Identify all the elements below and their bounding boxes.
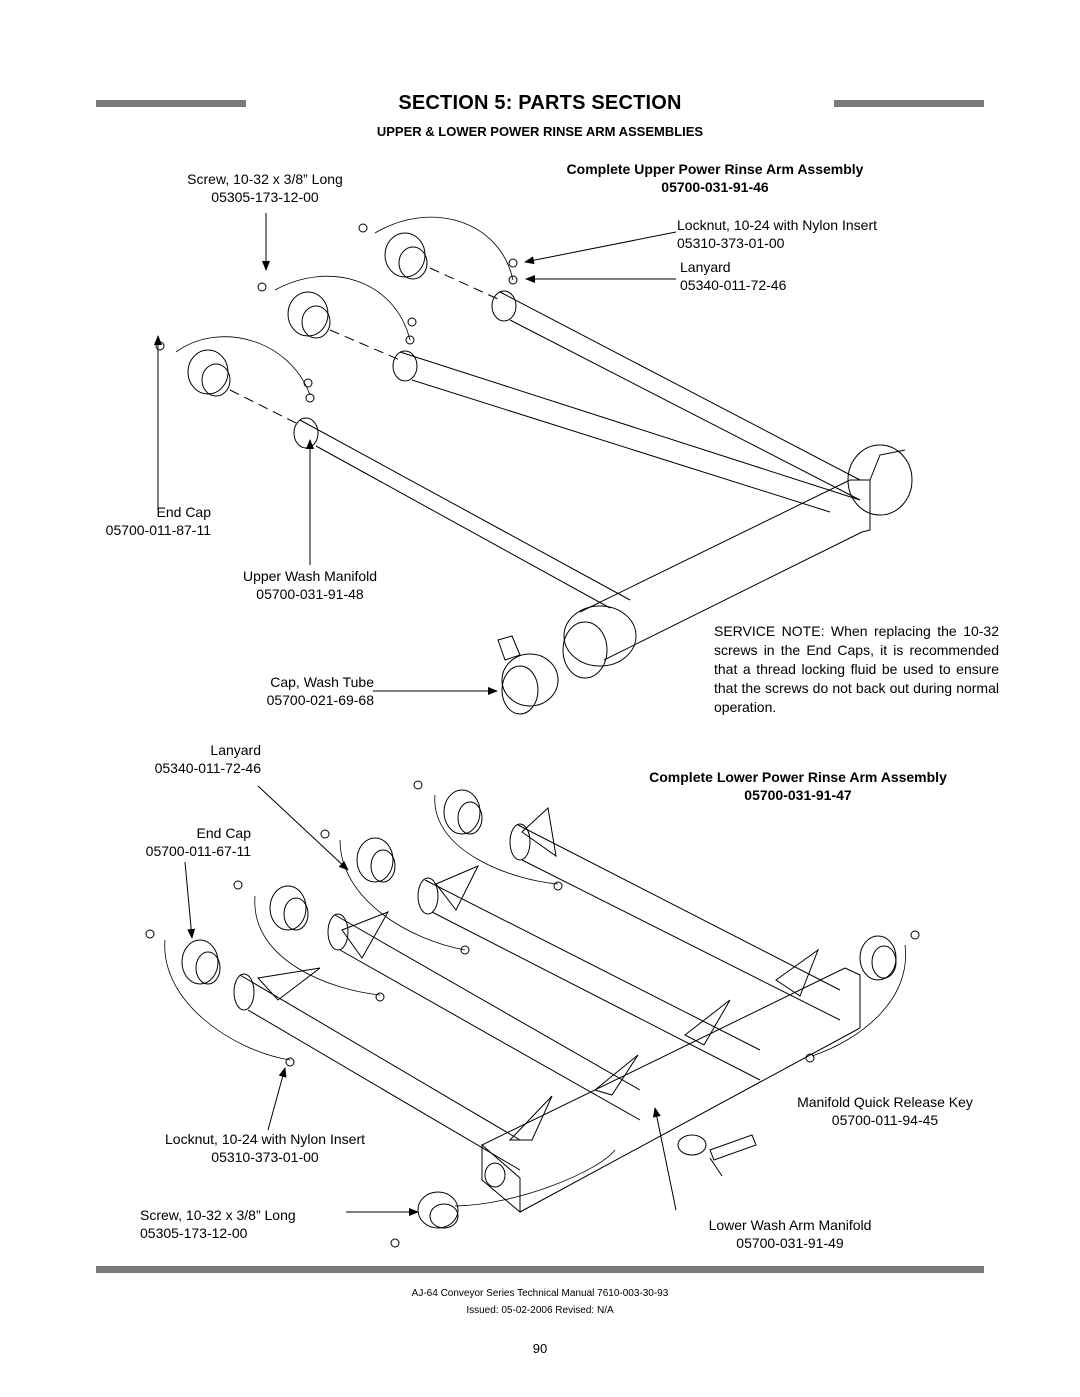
upper-manifold-drawing <box>155 216 913 715</box>
upper-endcap-label: End Cap 05700-011-87-11 <box>80 503 211 539</box>
part-name: Locknut, 10-24 with Nylon Insert <box>677 217 877 233</box>
part-name: Manifold Quick Release Key <box>797 1094 973 1110</box>
lower-tube <box>233 973 521 1171</box>
lower-screw-label: Screw, 10-32 x 3/8” Long 05305-173-12-00 <box>140 1206 296 1242</box>
wash-tube-cap-label: Cap, Wash Tube 05700-021-69-68 <box>180 673 374 709</box>
part-number: 05305-173-12-00 <box>140 1225 248 1241</box>
section-subtitle: UPPER & LOWER POWER RINSE ARM ASSEMBLIES <box>376 124 704 139</box>
lower-endcap <box>233 880 385 1002</box>
lower-tube <box>327 913 641 1121</box>
lower-key-label: Manifold Quick Release Key 05700-011-94-… <box>770 1093 1000 1129</box>
part-name: Lanyard <box>680 259 731 275</box>
upper-assembly-heading: Complete Upper Power Rinse Arm Assembly … <box>510 160 920 196</box>
nozzle <box>257 967 321 1001</box>
part-number: 05700-011-67-11 <box>145 843 251 859</box>
part-name: Upper Wash Manifold <box>242 568 378 584</box>
nozzle <box>684 999 731 1046</box>
part-name: End Cap <box>196 825 251 841</box>
part-number: 05700-021-69-68 <box>266 692 374 708</box>
nozzle <box>508 1095 553 1141</box>
assembly-number: 05700-031-91-46 <box>661 179 769 195</box>
assembly-title: Complete Upper Power Rinse Arm Assembly <box>566 161 864 177</box>
assembly-title: Complete Lower Power Rinse Arm Assembly <box>649 769 947 785</box>
lower-tube <box>417 877 761 1081</box>
upper-screw-label: Screw, 10-32 x 3/8” Long 05305-173-12-00 <box>150 170 380 206</box>
upper-tube <box>392 350 861 513</box>
lower-callouts <box>184 785 677 1216</box>
lower-locknut-label: Locknut, 10-24 with Nylon Insert 05310-3… <box>130 1130 400 1166</box>
upper-cross-manifold <box>562 444 913 679</box>
page-number: 90 <box>532 1341 548 1356</box>
part-name: Locknut, 10-24 with Nylon Insert <box>165 1131 365 1147</box>
nozzle <box>775 948 820 997</box>
part-number: 05700-011-94-45 <box>831 1112 939 1128</box>
part-name: Cap, Wash Tube <box>270 674 374 690</box>
upper-lanyard-label: Lanyard 05340-011-72-46 <box>680 258 786 294</box>
upper-manifold-label: Upper Wash Manifold 05700-031-91-48 <box>210 567 410 603</box>
part-number: 05700-031-91-49 <box>736 1235 844 1251</box>
footer-manual: AJ-64 Conveyor Series Technical Manual 7… <box>411 1288 669 1299</box>
upper-endcap <box>257 275 417 361</box>
upper-tube <box>491 290 861 501</box>
lower-endcap <box>320 829 470 955</box>
lower-endcap <box>390 1149 616 1248</box>
lower-tube <box>509 823 841 1021</box>
lower-endcap <box>145 929 295 1067</box>
part-name: Screw, 10-32 x 3/8” Long <box>140 1207 296 1223</box>
part-number: 05340-011-72-46 <box>154 760 261 776</box>
assembly-number: 05700-031-91-47 <box>744 787 852 803</box>
footer-rule <box>96 1266 984 1273</box>
part-name: End Cap <box>156 504 211 520</box>
part-name: Screw, 10-32 x 3/8” Long <box>187 171 343 187</box>
nozzle <box>521 807 557 858</box>
part-number: 05310-373-01-00 <box>211 1149 319 1165</box>
nozzle <box>341 911 390 959</box>
upper-callouts <box>154 213 677 695</box>
header-rule-right <box>834 100 984 107</box>
part-number: 05310-373-01-00 <box>677 235 785 251</box>
upper-tube <box>293 417 631 609</box>
lower-endcap <box>805 930 920 1063</box>
lower-manifold-drawing <box>145 780 920 1248</box>
nozzle <box>435 865 480 911</box>
part-name: Lanyard <box>210 742 261 758</box>
lower-manifold-label: Lower Wash Arm Manifold 05700-031-91-49 <box>680 1216 900 1252</box>
quick-release-key <box>677 1134 757 1177</box>
part-number: 05700-011-87-11 <box>105 522 211 538</box>
part-number: 05700-031-91-48 <box>256 586 364 602</box>
header-rule-left <box>96 100 246 107</box>
lower-endcap-label: End Cap 05700-011-67-11 <box>100 824 251 860</box>
part-number: 05340-011-72-46 <box>680 277 787 293</box>
lower-lanyard-label: Lanyard 05340-011-72-46 <box>100 741 261 777</box>
lower-assembly-heading: Complete Lower Power Rinse Arm Assembly … <box>600 768 996 804</box>
lower-endcap <box>413 780 563 891</box>
lower-cross-manifold <box>481 967 861 1214</box>
wash-tube-cap <box>497 635 559 715</box>
service-note: SERVICE NOTE: When replacing the 10-32 s… <box>714 623 999 715</box>
part-name: Lower Wash Arm Manifold <box>708 1217 872 1233</box>
upper-endcap <box>155 336 315 426</box>
section-title: SECTION 5: PARTS SECTION <box>398 92 682 114</box>
upper-locknut-label: Locknut, 10-24 with Nylon Insert 05310-3… <box>677 216 877 252</box>
footer-issued: Issued: 05-02-2006 Revised: N/A <box>466 1305 614 1316</box>
part-number: 05305-173-12-00 <box>211 189 319 205</box>
nozzle <box>593 1054 639 1096</box>
upper-endcap <box>358 216 518 301</box>
